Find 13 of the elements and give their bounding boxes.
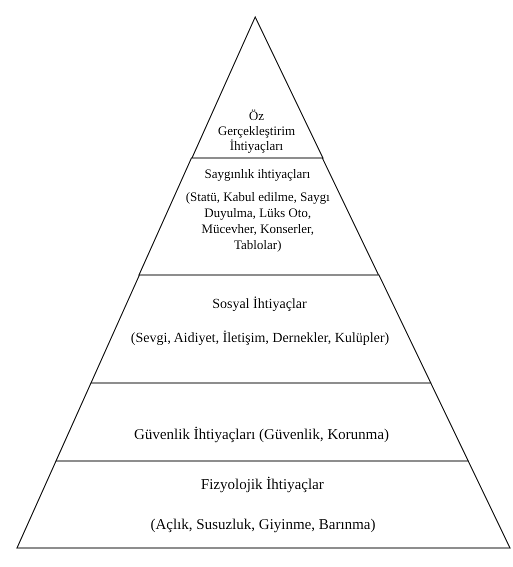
tier-label: Öz Gerçekleştirim İhtiyaçları (217, 108, 296, 153)
tier-description: (Sevgi, Aidiyet, İletişim, Dernekler, Kulüpler) (130, 330, 390, 347)
pyramid-tier (139, 158, 379, 275)
tier-title: Fizyolojik İhtiyaçlar (200, 476, 325, 494)
tier-title: Saygınlık ihtiyaçları (203, 166, 312, 182)
tier-description: (Statü, Kabul edilme, Saygı Duyulma, Lüks Oto, Mücevher, Konserler, Tablolar) (184, 189, 331, 253)
tier-description: (Açlık, Susuzluk, Giyinme, Barınma) (149, 516, 376, 534)
tier-title: Sosyal İhtiyaçlar (211, 296, 308, 313)
pyramid-tier (17, 461, 510, 548)
pyramid-tier (192, 17, 323, 158)
pyramid-tier (90, 275, 431, 383)
tier-label: Güvenlik İhtiyaçları (Güvenlik, Korunma) (133, 426, 390, 444)
pyramid-tier (56, 383, 468, 461)
